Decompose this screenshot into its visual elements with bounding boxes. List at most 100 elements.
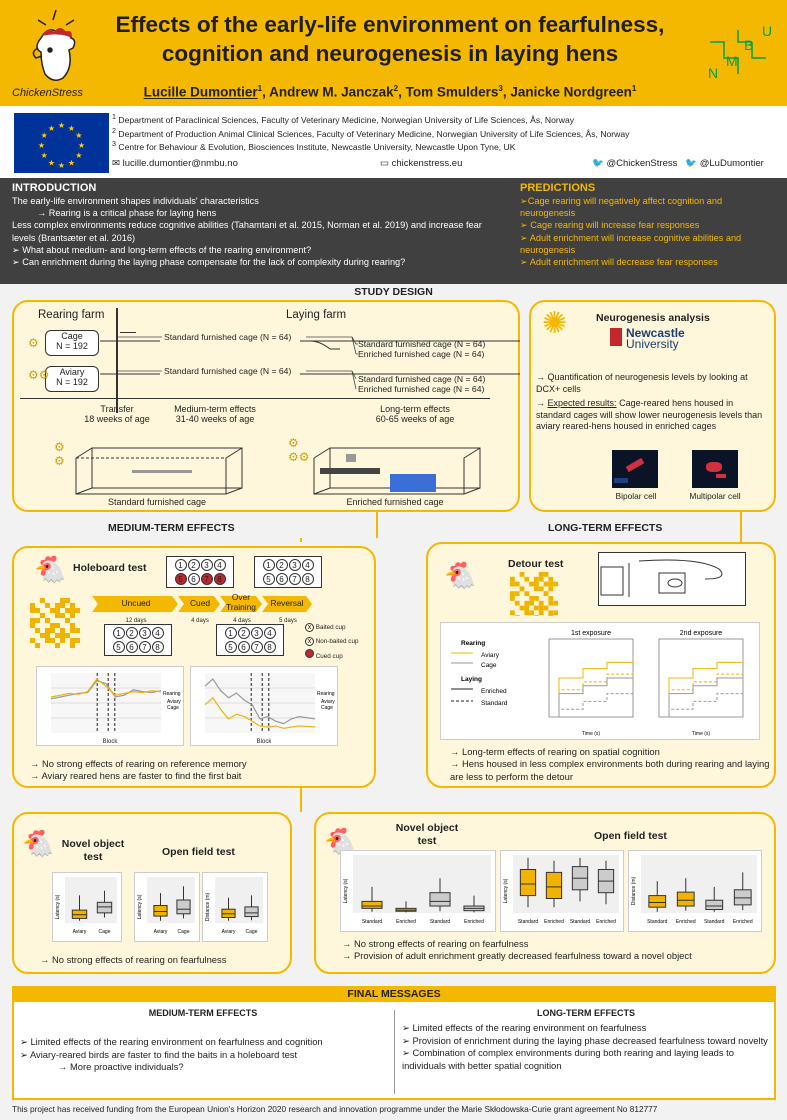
prediction-item: ➢Cage rearing will negatively affect cog… [520, 196, 723, 219]
detour-legend: Cage [481, 662, 497, 669]
survival-curve [549, 677, 633, 718]
twitter-icon: 🐦 [592, 158, 607, 169]
qr-cell [538, 576, 544, 582]
web-contact[interactable]: ▭ chickenstress.eu [380, 158, 462, 169]
qr-cell [65, 618, 70, 623]
qr-cell [538, 605, 544, 611]
legend-aviary: Aviary [167, 699, 181, 705]
prediction-item: ➢ Adult enrichment will increase cogniti… [520, 232, 742, 255]
series-line-cage [50, 680, 162, 700]
qr-cell [50, 608, 55, 613]
multipolar-caption: Multipolar cell [689, 491, 741, 501]
cup: 3 [138, 627, 151, 639]
qr-cell [40, 613, 45, 618]
newcastle-crest-icon [610, 328, 622, 346]
laying-farm-label: Laying farm [286, 309, 347, 321]
bipolar-cell-image [612, 450, 658, 488]
holeboard-results: → No strong effects of rearing on refere… [30, 758, 247, 781]
qr-cell [538, 610, 544, 616]
qr-cell [548, 600, 554, 606]
twitter-contact[interactable]: 🐦 @ChickenStress 🐦 @LuDumontier [592, 158, 764, 169]
box [545, 871, 563, 899]
qr-cell [514, 591, 520, 596]
web-text: chickenstress.eu [391, 158, 463, 169]
qr-cell [524, 605, 530, 611]
neuron-icon: ✺ [542, 307, 568, 340]
duration-label: 12 days [125, 618, 147, 624]
axis-label: Latency (s) [55, 894, 61, 919]
detour-legend: Laying [461, 676, 482, 683]
qr-cell [55, 643, 60, 648]
final-long-list: ➢ Limited effects of the rearing environ… [402, 1022, 768, 1071]
qr-cell [45, 603, 50, 608]
phase-timeline [92, 592, 314, 614]
detour-apparatus-diagram [598, 552, 746, 606]
qr-cell [65, 633, 70, 638]
intro-line: Less complex environments reduce cogniti… [12, 220, 482, 243]
qr-cell [60, 613, 65, 618]
title-line-2: cognition and neurogenesis in laying hen… [161, 41, 619, 66]
survival-curve [659, 677, 743, 718]
introduction-section: INTRODUCTION The early-life environment … [0, 178, 512, 284]
tick-label: Standard [430, 919, 451, 925]
twitter-handle-2: @LuDumontier [699, 158, 764, 169]
connector-line [376, 512, 378, 538]
qr-cell [70, 603, 75, 608]
qr-cell [70, 628, 75, 633]
axis-label: Latency (s) [503, 878, 509, 903]
eu-star-icon: ★ [68, 158, 75, 167]
qr-cell [45, 618, 50, 623]
long-open-field-title: Open field test [594, 830, 667, 842]
qr-cell [553, 581, 558, 587]
qr-cell [30, 623, 35, 628]
cup: 6 [237, 641, 250, 653]
email-contact[interactable]: ✉ lucille.dumontier@nmbu.no [112, 158, 238, 169]
cup: 1 [174, 559, 187, 571]
legend-aviary: Aviary [321, 699, 335, 705]
qr-cell [534, 581, 539, 587]
box [519, 869, 537, 897]
legend-cage: Cage [167, 705, 179, 711]
eu-flag-icon: ★★★★★★★★★★★★ [14, 113, 109, 173]
intro-line: ➢ What about medium- and long-term effec… [12, 244, 312, 255]
chickenstress-logo: ChickenStress [8, 8, 98, 100]
cup: 4 [213, 559, 226, 571]
tick-label: Enriched [396, 919, 416, 925]
qr-cell [70, 613, 75, 618]
qr-cell [519, 605, 525, 611]
cage-n: N = 192 [56, 341, 88, 351]
box [361, 900, 383, 909]
plot-xlabel: Block [102, 739, 118, 745]
eu-star-icon: ★ [41, 131, 48, 140]
cup: 8 [151, 641, 164, 653]
intro-line: The early-life environment shapes indivi… [12, 196, 259, 206]
legend-cage: Cage [321, 705, 333, 711]
duration-label: 5 days [279, 618, 297, 624]
qr-cell [548, 586, 554, 592]
cup: 7 [138, 641, 151, 653]
gear-icon: ⚙ [28, 336, 39, 350]
cup: 6 [125, 641, 138, 653]
qr-cell [60, 638, 65, 643]
qr-cell [548, 581, 554, 587]
author-name: Tom Smulders [405, 84, 499, 100]
legend-title: Rearing [163, 691, 181, 697]
legend-item: x Baited cup [305, 621, 358, 635]
flow-label-aviary-std-laying: Standard furnished cage (N = 64) [358, 374, 486, 384]
qr-cell [65, 598, 70, 603]
qr-cell [510, 576, 515, 582]
intro-line: → Rearing is a critical phase for laying… [37, 208, 217, 219]
long-novel-object-title: Novel object test [395, 822, 459, 847]
tick-label: Cage [246, 929, 258, 935]
aviary-n: N = 192 [56, 377, 88, 387]
qr-cell [534, 596, 539, 601]
qr-cell [50, 623, 55, 628]
phase-arrow [178, 596, 220, 612]
eu-star-icon: ★ [78, 141, 85, 150]
qr-cell [65, 608, 70, 613]
nmbu-letter: N [708, 65, 718, 81]
axis-label: Time (s) [692, 731, 710, 737]
